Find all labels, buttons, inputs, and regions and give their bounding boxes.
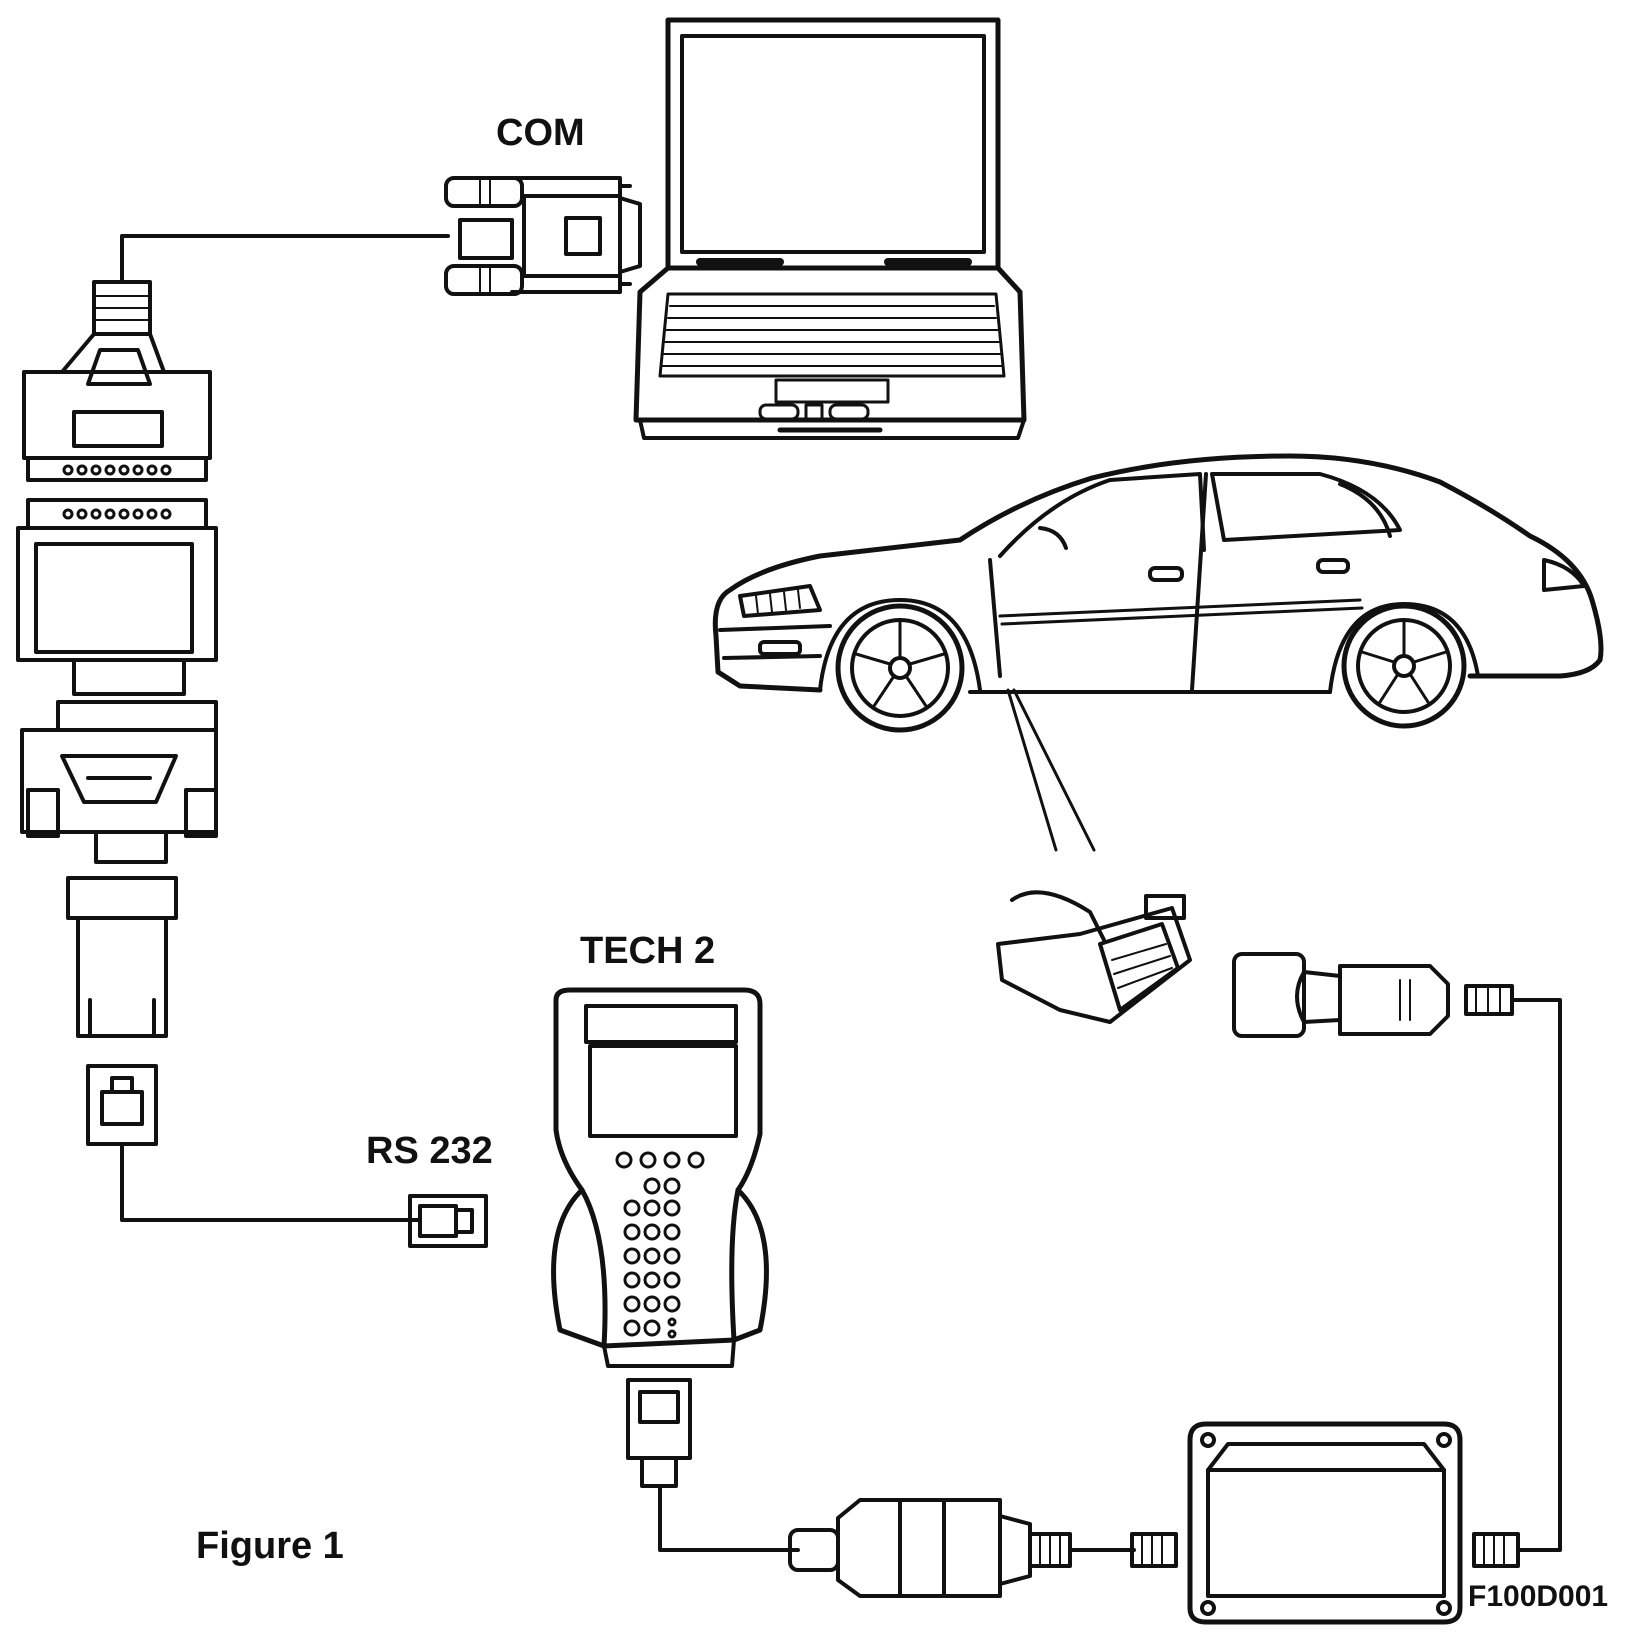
- inline-connector-module-icon: [788, 1498, 1072, 1598]
- com-label: COM: [496, 112, 585, 154]
- com-serial-connector-icon: [444, 176, 642, 296]
- rj45-plug-left-icon: [86, 1064, 158, 1146]
- com-cable: [120, 234, 450, 284]
- obd-socket-icon: [996, 890, 1192, 1024]
- box-to-dlc-cable: [1512, 998, 1562, 1552]
- rs232-rj45-plug-icon: [408, 1194, 488, 1248]
- interface-box-icon: [1130, 1421, 1520, 1625]
- figure-caption: Figure 1: [196, 1525, 344, 1567]
- db25-to-db25-adapter-icon: [16, 498, 218, 696]
- vehicle-sedan-icon: [712, 453, 1604, 733]
- rs232-cable: [120, 1142, 420, 1222]
- db25-adapter-icon: [22, 280, 212, 482]
- db25-to-db9-adapter-icon: [20, 700, 218, 1038]
- laptop-icon: [633, 17, 1027, 440]
- dlc-adapter-plug-icon: [1232, 952, 1514, 1038]
- tech2-cable: [658, 1484, 800, 1552]
- tech2-label: TECH 2: [580, 930, 716, 972]
- rs232-label: RS 232: [366, 1130, 493, 1172]
- tech2-scanner-icon: [551, 987, 769, 1368]
- obd-pointer-lines: [1006, 688, 1096, 852]
- tech2-db-connector-icon: [626, 1378, 692, 1488]
- figure-code: F100D001: [1468, 1580, 1609, 1613]
